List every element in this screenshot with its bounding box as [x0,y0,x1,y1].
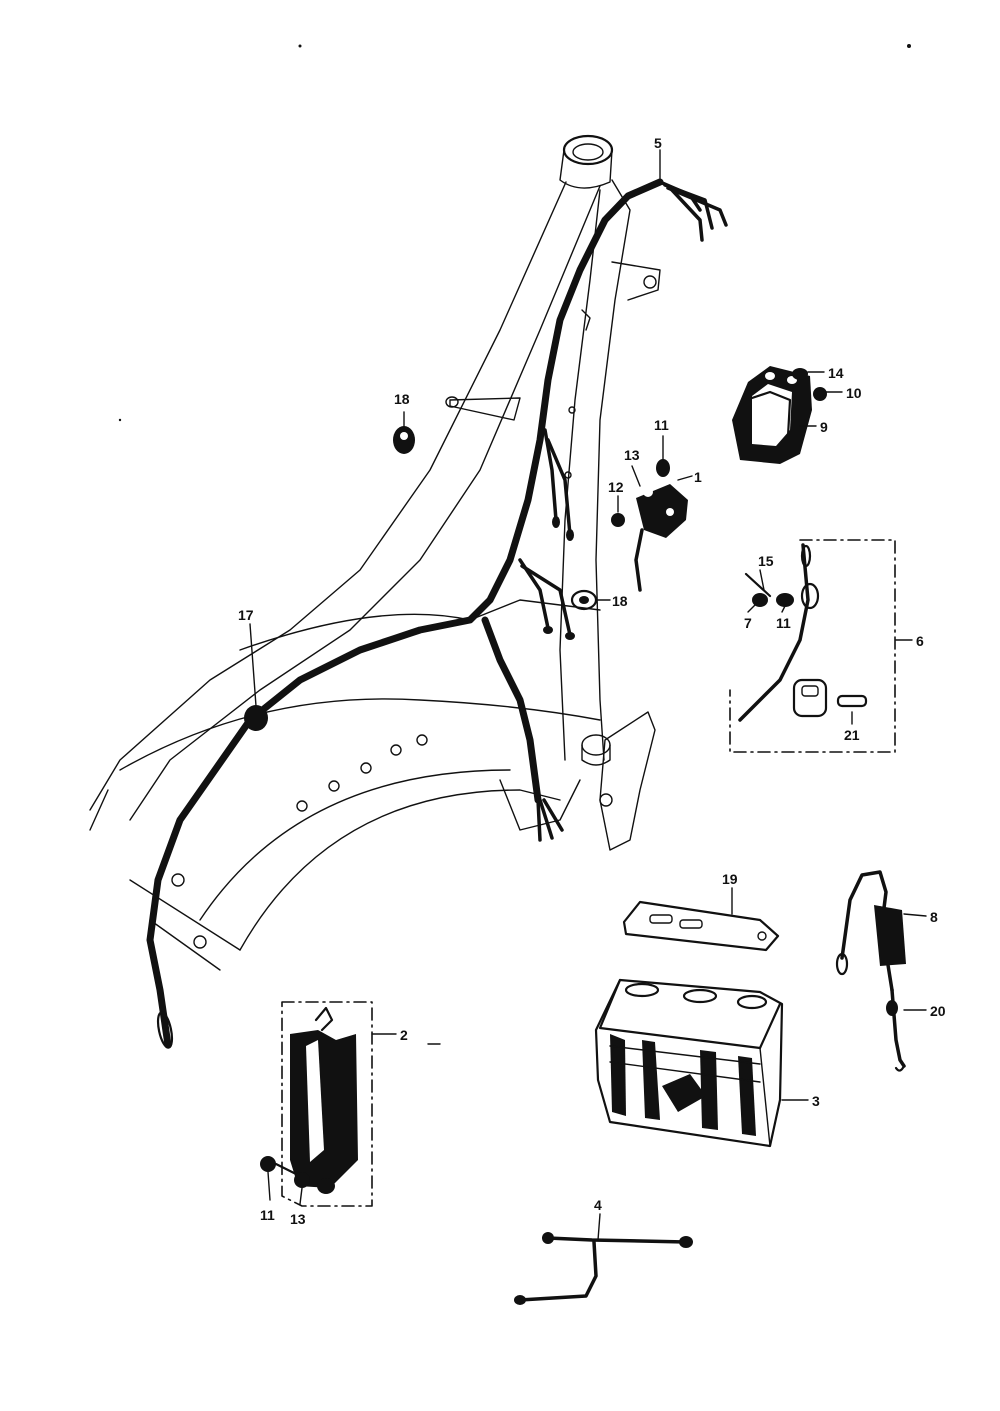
callout-fuse-washer: 11 [776,615,791,631]
harness-clamp [244,705,268,731]
callout-frame-grommet: 18 [612,593,628,609]
callout-fuse-holder: 8 [930,909,938,925]
voltage-regulator [732,366,827,464]
callout-fuse-group: 6 [916,633,924,649]
callout-regulator: 9 [820,419,828,435]
leader-lines [249,149,927,1241]
rubber-grommet [393,426,415,454]
battery-band [622,900,780,952]
callout-clamp: 17 [238,607,254,623]
callout-fuse-bolt: 7 [744,615,752,631]
callout-fuse-clip: 20 [930,1003,946,1019]
fuse-group [729,539,896,753]
rectifier-group [260,1001,373,1207]
callout-regulator-cap: 14 [828,365,844,381]
callout-grommet-left: 18 [394,391,410,407]
callout-relay-washer: 12 [608,479,624,495]
callout-relay: 1 [694,469,702,485]
wiring-harness [146,178,728,1049]
callout-fuse-nut: 15 [758,553,774,569]
motorcycle-frame [89,134,661,971]
callout-rectifier-screw: 11 [260,1207,275,1223]
callout-battery-band: 19 [722,871,738,887]
fuse-holder [835,870,906,1072]
callout-rectifier-group: 2 [400,1027,408,1043]
callout-fuse: 21 [844,727,860,743]
callout-regulator-screw: 10 [846,385,862,401]
battery [594,978,784,1148]
callout-labels: 5 14 10 9 18 11 13 12 1 18 17 15 7 11 6 … [238,135,946,1227]
callout-battery: 3 [812,1093,820,1109]
battery-lead [514,1232,693,1305]
callout-relay-nut: 13 [624,447,640,463]
starter-relay [611,459,688,592]
callout-rectifier-nut: 13 [290,1211,306,1227]
callout-battery-lead: 4 [594,1197,602,1213]
callout-relay-screw: 11 [654,417,669,433]
callout-harness: 5 [654,135,662,151]
